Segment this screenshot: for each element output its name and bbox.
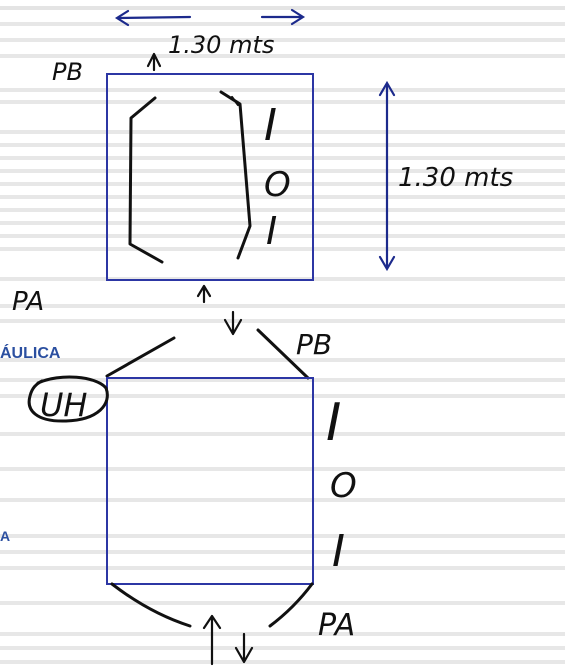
top-width-up-tick (146, 52, 162, 72)
printed-heading-fragment: A (0, 528, 10, 544)
top-box-letter-3: I (266, 209, 277, 253)
top-box-inner-bracket-left (128, 96, 164, 264)
top-width-dimension: 1.30 mts (114, 8, 306, 72)
background-text-line (0, 54, 565, 58)
uh-circle (27, 375, 109, 423)
bottom-up-arrow (202, 614, 222, 666)
background-text-line (0, 498, 565, 502)
background-text-line (0, 6, 565, 10)
bottom-box-letter-3: I (332, 526, 345, 577)
printed-heading-hidraulica: ÁULICA (0, 343, 61, 362)
bottom-box-letter-1: I (326, 393, 341, 453)
top-width-label: 1.30 mts (168, 31, 274, 59)
background-text-line (0, 632, 565, 636)
background-text-line (0, 169, 565, 173)
right-height-arrowhead-bottom (378, 255, 396, 272)
background-text-line (0, 432, 565, 436)
background-text-line (0, 247, 565, 251)
background-text-line (0, 358, 565, 362)
background-text-line (0, 38, 565, 42)
background-text-line (0, 195, 565, 199)
background-text-line (0, 394, 565, 398)
background-print-lines (0, 6, 565, 664)
top-box-letter-1: I (264, 100, 277, 151)
label-pb-center: PB (296, 328, 332, 361)
label-pb-top-left: PB (52, 58, 83, 86)
background-text-line (0, 660, 565, 664)
background-text-line (0, 100, 565, 104)
hopper-top-right-line (256, 328, 310, 380)
hopper-top-left-line (105, 336, 176, 378)
top-width-arrowhead-right (290, 8, 306, 26)
right-height-label: 1.30 mts (398, 163, 513, 193)
background-text-line (0, 550, 565, 554)
background-text-line (0, 304, 565, 308)
background-text-line (0, 88, 565, 92)
background-text-line (0, 130, 565, 134)
bottom-down-arrow (234, 632, 254, 664)
top-box-inner-bracket-right (219, 90, 252, 260)
background-text-line (0, 378, 565, 382)
right-height-arrowhead-top (378, 80, 396, 97)
label-uh: UH (40, 386, 87, 424)
background-text-line (0, 319, 565, 323)
background-text-line (0, 221, 565, 225)
label-pa-bottom: PA (318, 608, 355, 643)
right-height-dimension: 1.30 mts (378, 80, 513, 272)
bottom-box-letter-2: O (330, 466, 357, 506)
top-width-arrowhead-left (114, 9, 130, 27)
hopper-bottom-left-line (110, 582, 192, 628)
bottom-box-outline (106, 377, 314, 585)
hopper-bottom-right-line (268, 582, 314, 628)
top-box-letter-2: O (264, 165, 291, 205)
label-pa-left: PA (12, 287, 44, 317)
background-text-line (0, 182, 565, 186)
background-text-line (0, 156, 565, 160)
background-text-line (0, 566, 565, 570)
connector-up-arrow (196, 284, 212, 304)
top-box-inner-stroke (230, 95, 240, 107)
top-width-arrow-left (116, 15, 192, 20)
background-text-line (0, 534, 565, 538)
top-box-outline (106, 73, 314, 281)
background-text-line (0, 208, 565, 212)
background-text-line (0, 143, 565, 147)
background-text-line (0, 234, 565, 238)
background-text-line (0, 646, 565, 650)
background-text-line (0, 467, 565, 471)
background-text-line (0, 601, 565, 605)
background-text-line (0, 22, 565, 26)
connector-down-arrow (223, 310, 243, 336)
